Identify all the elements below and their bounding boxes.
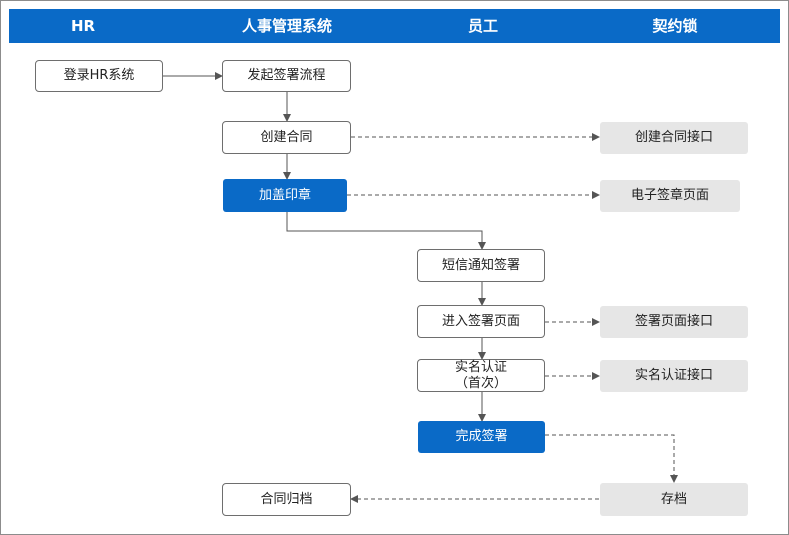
node-enter-sign-page: 进入签署页面 (417, 305, 545, 338)
node-sms-notify: 短信通知签署 (417, 249, 545, 282)
lane-title-hr-system: 人事管理系统 (241, 17, 332, 35)
node-archive-contract: 合同归档 (222, 483, 351, 516)
dashed-complete-to-store (545, 434, 678, 483)
node-real-name-api: 实名认证接口 (600, 360, 748, 392)
node-store: 存档 (600, 483, 748, 516)
lane-title-hr: HR (70, 17, 96, 35)
node-login-hr: 登录HR系统 (35, 60, 163, 92)
arrow-seal-to-sms (286, 212, 486, 250)
node-e-seal-page: 电子签章页面 (600, 180, 740, 212)
node-create-contract: 创建合同 (222, 121, 351, 154)
node-apply-seal: 加盖印章 (223, 179, 347, 212)
node-real-name-auth: 实名认证 （首次） (417, 359, 545, 392)
node-complete-signing: 完成签署 (418, 421, 545, 453)
lane-title-qiyuesuo: 契约锁 (652, 17, 698, 35)
node-start-signing: 发起签署流程 (222, 60, 351, 92)
lane-title-employee: 员工 (467, 17, 498, 35)
node-sign-page-api: 签署页面接口 (600, 306, 748, 338)
swimlane-header (9, 9, 780, 43)
node-create-contract-api: 创建合同接口 (600, 122, 748, 154)
